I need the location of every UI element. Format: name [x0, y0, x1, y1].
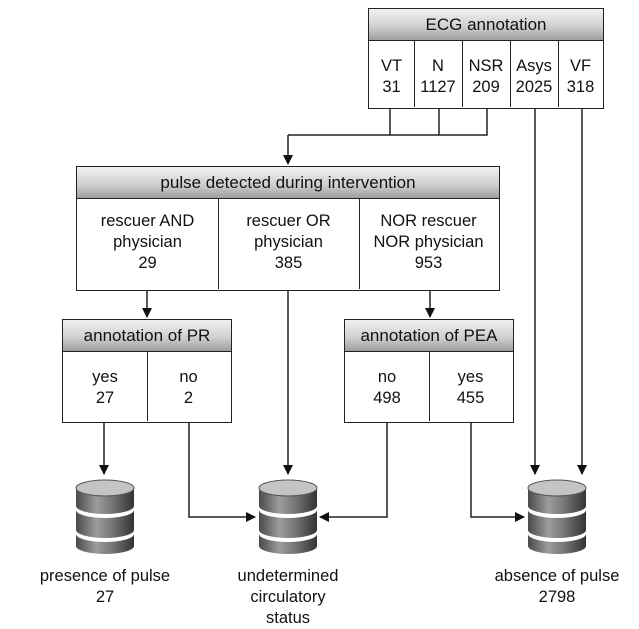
- pulse-box: rescuer AND physician 29 rescuer OR phys…: [76, 198, 500, 291]
- undetermined-database-icon: [258, 479, 318, 554]
- pulse-header: pulse detected during intervention: [76, 166, 500, 200]
- absence-caption: absence of pulse 2798: [494, 567, 620, 606]
- pr-header: annotation of PR: [62, 319, 232, 353]
- pr-title: annotation of PR: [83, 326, 211, 345]
- pulse-col-or: rescuer OR physician 385: [246, 212, 331, 272]
- pulse-col-and: rescuer AND physician 29: [100, 212, 195, 272]
- ecg-header: ECG annotation: [368, 8, 604, 42]
- pea-title: annotation of PEA: [360, 326, 498, 345]
- pr-no-arrow: [188, 422, 256, 522]
- nsr-connector: [288, 108, 488, 136]
- ecg-title: ECG annotation: [425, 15, 547, 34]
- pea-yes-arrow: [470, 422, 525, 522]
- absence-database-icon: [527, 479, 587, 554]
- presence-database-icon: [75, 479, 135, 554]
- pea-no-arrow: [319, 422, 388, 522]
- pulse-col-nor: NOR rescuer NOR physician 953: [373, 212, 484, 272]
- pulse-title: pulse detected during intervention: [160, 173, 416, 192]
- presence-caption: presence of pulse 27: [39, 567, 171, 606]
- undetermined-caption: undetermined circulatory status: [237, 567, 339, 627]
- pea-header: annotation of PEA: [344, 319, 514, 353]
